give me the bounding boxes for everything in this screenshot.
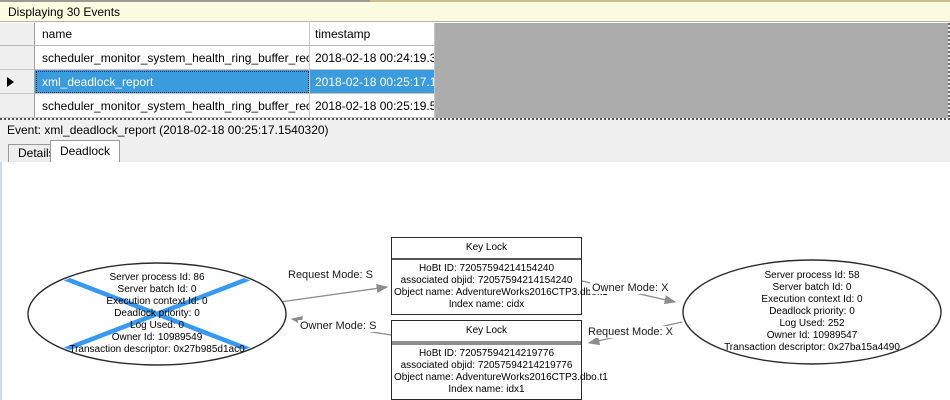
deadlock-graph-canvas: [27, 259, 942, 366]
event-timestamp-cell[interactable]: 2018-02-18 00:25:19.5276859: [310, 94, 435, 118]
edge-label-request-mode-s: Request Mode: S: [286, 269, 375, 281]
process-attr: Deadlock priority: 0: [114, 308, 200, 319]
resource-title: Key Lock: [392, 321, 581, 345]
resource-attr: associated objid: 72057594214154240: [400, 275, 573, 286]
window-top-border: [0, 0, 950, 2]
row-header-cell[interactable]: [0, 94, 35, 118]
process-attr: Server batch Id: 0: [117, 284, 197, 295]
row-header-corner: [0, 23, 35, 46]
process-attr: Server batch Id: 0: [772, 282, 852, 293]
row-header-cell[interactable]: [0, 46, 35, 70]
process-attr: Execution context Id: 0: [761, 294, 863, 305]
table-row-selected[interactable]: xml_deadlock_report 2018-02-18 00:25:17.…: [0, 70, 435, 94]
deadlock-graph-pane: Server process Id: 86 Server batch Id: 0…: [0, 162, 950, 400]
event-detail-header: Event: xml_deadlock_report (2018-02-18 0…: [0, 120, 950, 162]
events-count-label: Displaying 30 Events: [8, 5, 121, 19]
event-name-cell[interactable]: scheduler_monitor_system_health_ring_buf…: [35, 46, 310, 70]
process-attr: Owner Id: 10989547: [766, 330, 858, 341]
edge-label-owner-mode-s: Owner Mode: S: [298, 320, 379, 332]
grid-header-row: name timestamp: [0, 23, 435, 46]
process-attr: Server process Id: 86: [109, 272, 205, 283]
process-attr: Transaction descriptor: 0x27b985d1ac0: [69, 344, 245, 355]
resource-attr: Index name: cidx: [448, 299, 525, 310]
process-attr: Log Used: 0: [130, 320, 184, 331]
process-attr: Transaction descriptor: 0x27ba15a4490: [724, 342, 900, 353]
resource-attr: Index name: idx1: [448, 384, 525, 395]
resource-title: Key Lock: [392, 238, 581, 260]
process-node-victim[interactable]: Server process Id: 86 Server batch Id: 0…: [32, 272, 282, 356]
events-grid-area: name timestamp scheduler_monitor_system_…: [0, 23, 950, 118]
tab-deadlock[interactable]: Deadlock: [50, 140, 121, 162]
victim-cross-icon: [29, 265, 285, 363]
column-header-name[interactable]: name: [35, 23, 310, 46]
events-grid: name timestamp scheduler_monitor_system_…: [0, 23, 435, 118]
process-node-ellipse[interactable]: [682, 259, 942, 365]
process-attr: Owner Id: 10989549: [111, 332, 203, 343]
resource-attr: HoBt ID: 72057594214219776: [418, 348, 555, 359]
process-attr: Server process Id: 58: [764, 270, 860, 281]
table-row[interactable]: scheduler_monitor_system_health_ring_buf…: [0, 46, 435, 70]
edge-request-s-line: [279, 283, 389, 303]
resource-node-keylock-top[interactable]: Key Lock HoBt ID: 72057594214154240 asso…: [391, 237, 608, 315]
events-count-bar: Displaying 30 Events: [0, 2, 950, 22]
event-name-cell[interactable]: scheduler_monitor_system_health_ring_buf…: [35, 94, 310, 118]
process-attr: Execution context Id: 0: [106, 296, 208, 307]
table-row[interactable]: scheduler_monitor_system_health_ring_buf…: [0, 94, 435, 118]
event-timestamp-cell[interactable]: 2018-02-18 00:24:19.3516078: [310, 46, 435, 70]
resource-attr: Object name: AdventureWorks2016CTP3.dbo.…: [394, 372, 608, 383]
column-header-timestamp[interactable]: timestamp: [310, 23, 435, 46]
resource-attr: HoBt ID: 72057594214154240: [418, 263, 555, 274]
current-row-arrow-icon: [7, 76, 14, 87]
row-header-cell[interactable]: [0, 70, 35, 94]
process-attr: Deadlock priority: 0: [769, 306, 855, 317]
process-attr: Log Used: 252: [779, 318, 845, 329]
resource-attr: Object name: AdventureWorks2016CTP3.dbo.…: [394, 287, 608, 298]
edge-label-owner-mode-x: Owner Mode: X: [590, 282, 671, 294]
splitter-divider[interactable]: [0, 118, 950, 120]
resource-node-keylock-bottom[interactable]: Key Lock HoBt ID: 72057594214219776 asso…: [391, 320, 608, 400]
event-timestamp-cell[interactable]: 2018-02-18 00:25:17.1540320: [310, 70, 435, 94]
resource-attr: associated objid: 72057594214219776: [400, 360, 573, 371]
edge-label-request-mode-x: Request Mode: X: [586, 326, 675, 338]
event-name-cell[interactable]: xml_deadlock_report: [35, 70, 310, 94]
selected-event-label: Event: xml_deadlock_report (2018-02-18 0…: [7, 123, 329, 137]
process-node[interactable]: Server process Id: 58 Server batch Id: 0…: [687, 270, 937, 354]
